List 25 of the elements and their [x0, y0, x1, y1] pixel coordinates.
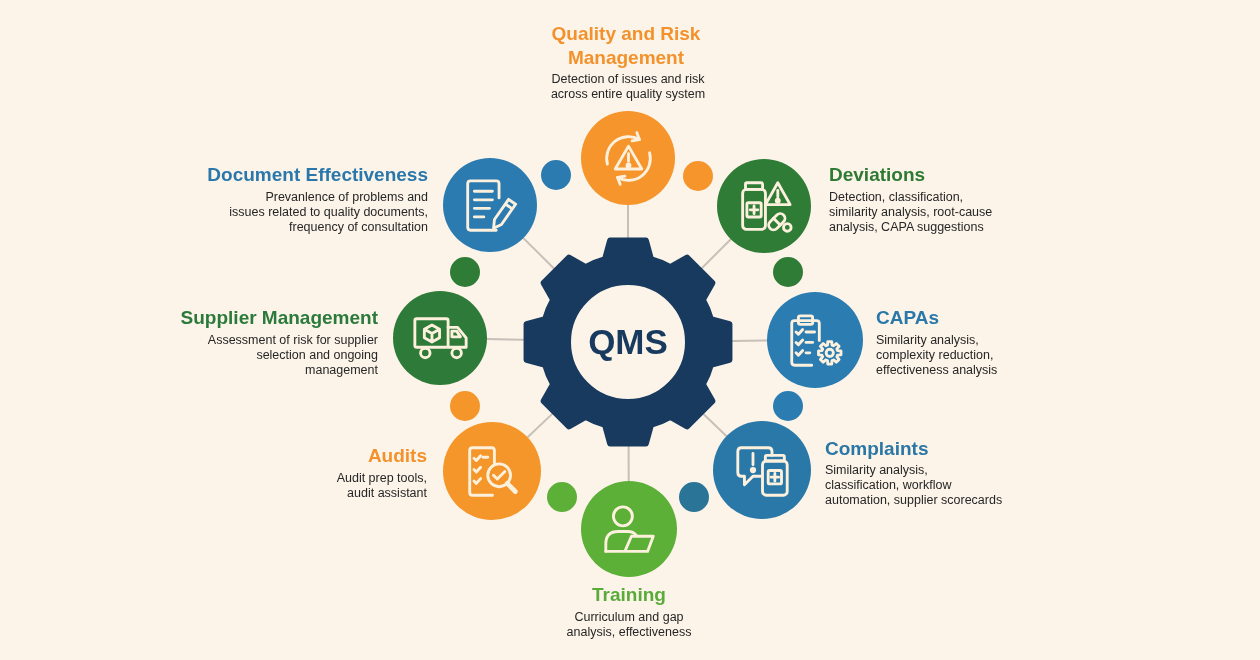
node-description: Audit prep tools, audit assistant [335, 471, 427, 501]
node-description: Curriculum and gap analysis, effectiveness [566, 610, 692, 640]
center-label: QMS [588, 322, 668, 362]
connector-line [526, 412, 554, 439]
node-description: Detection, classification, similarity analysis, root-cause analysis, CAPA suggestions [829, 190, 994, 235]
node-title: Training [592, 583, 666, 607]
node-description: Similarity analysis, classification, workflow automation, supplier scorecards [825, 463, 1004, 508]
node-title: Quality and Risk Management [551, 22, 701, 70]
node-title: Audits [367, 444, 427, 468]
node-description: Similarity analysis, complexity reduction, effectiveness analysis [876, 333, 999, 378]
node-description: Prevanlence of problems and issues related to quality documents, frequency of consultation [228, 190, 428, 235]
node-description: Assessment of risk for supplier selection and ongoing management [206, 333, 378, 378]
connector-line [700, 238, 732, 270]
connector-line [627, 204, 629, 239]
node-title: Document Effectiveness [207, 163, 428, 187]
node-title: Deviations [829, 163, 926, 187]
node-title: CAPAs [876, 306, 939, 330]
connector-line [702, 412, 728, 438]
connector-line [522, 237, 556, 270]
connector-line [627, 445, 630, 482]
node-title: Complaints [825, 437, 929, 461]
node-title: Supplier Management [180, 306, 378, 330]
node-description: Detection of issues and risk across entire quality system [550, 72, 706, 102]
connector-line [486, 338, 525, 341]
connector-line [731, 339, 768, 342]
